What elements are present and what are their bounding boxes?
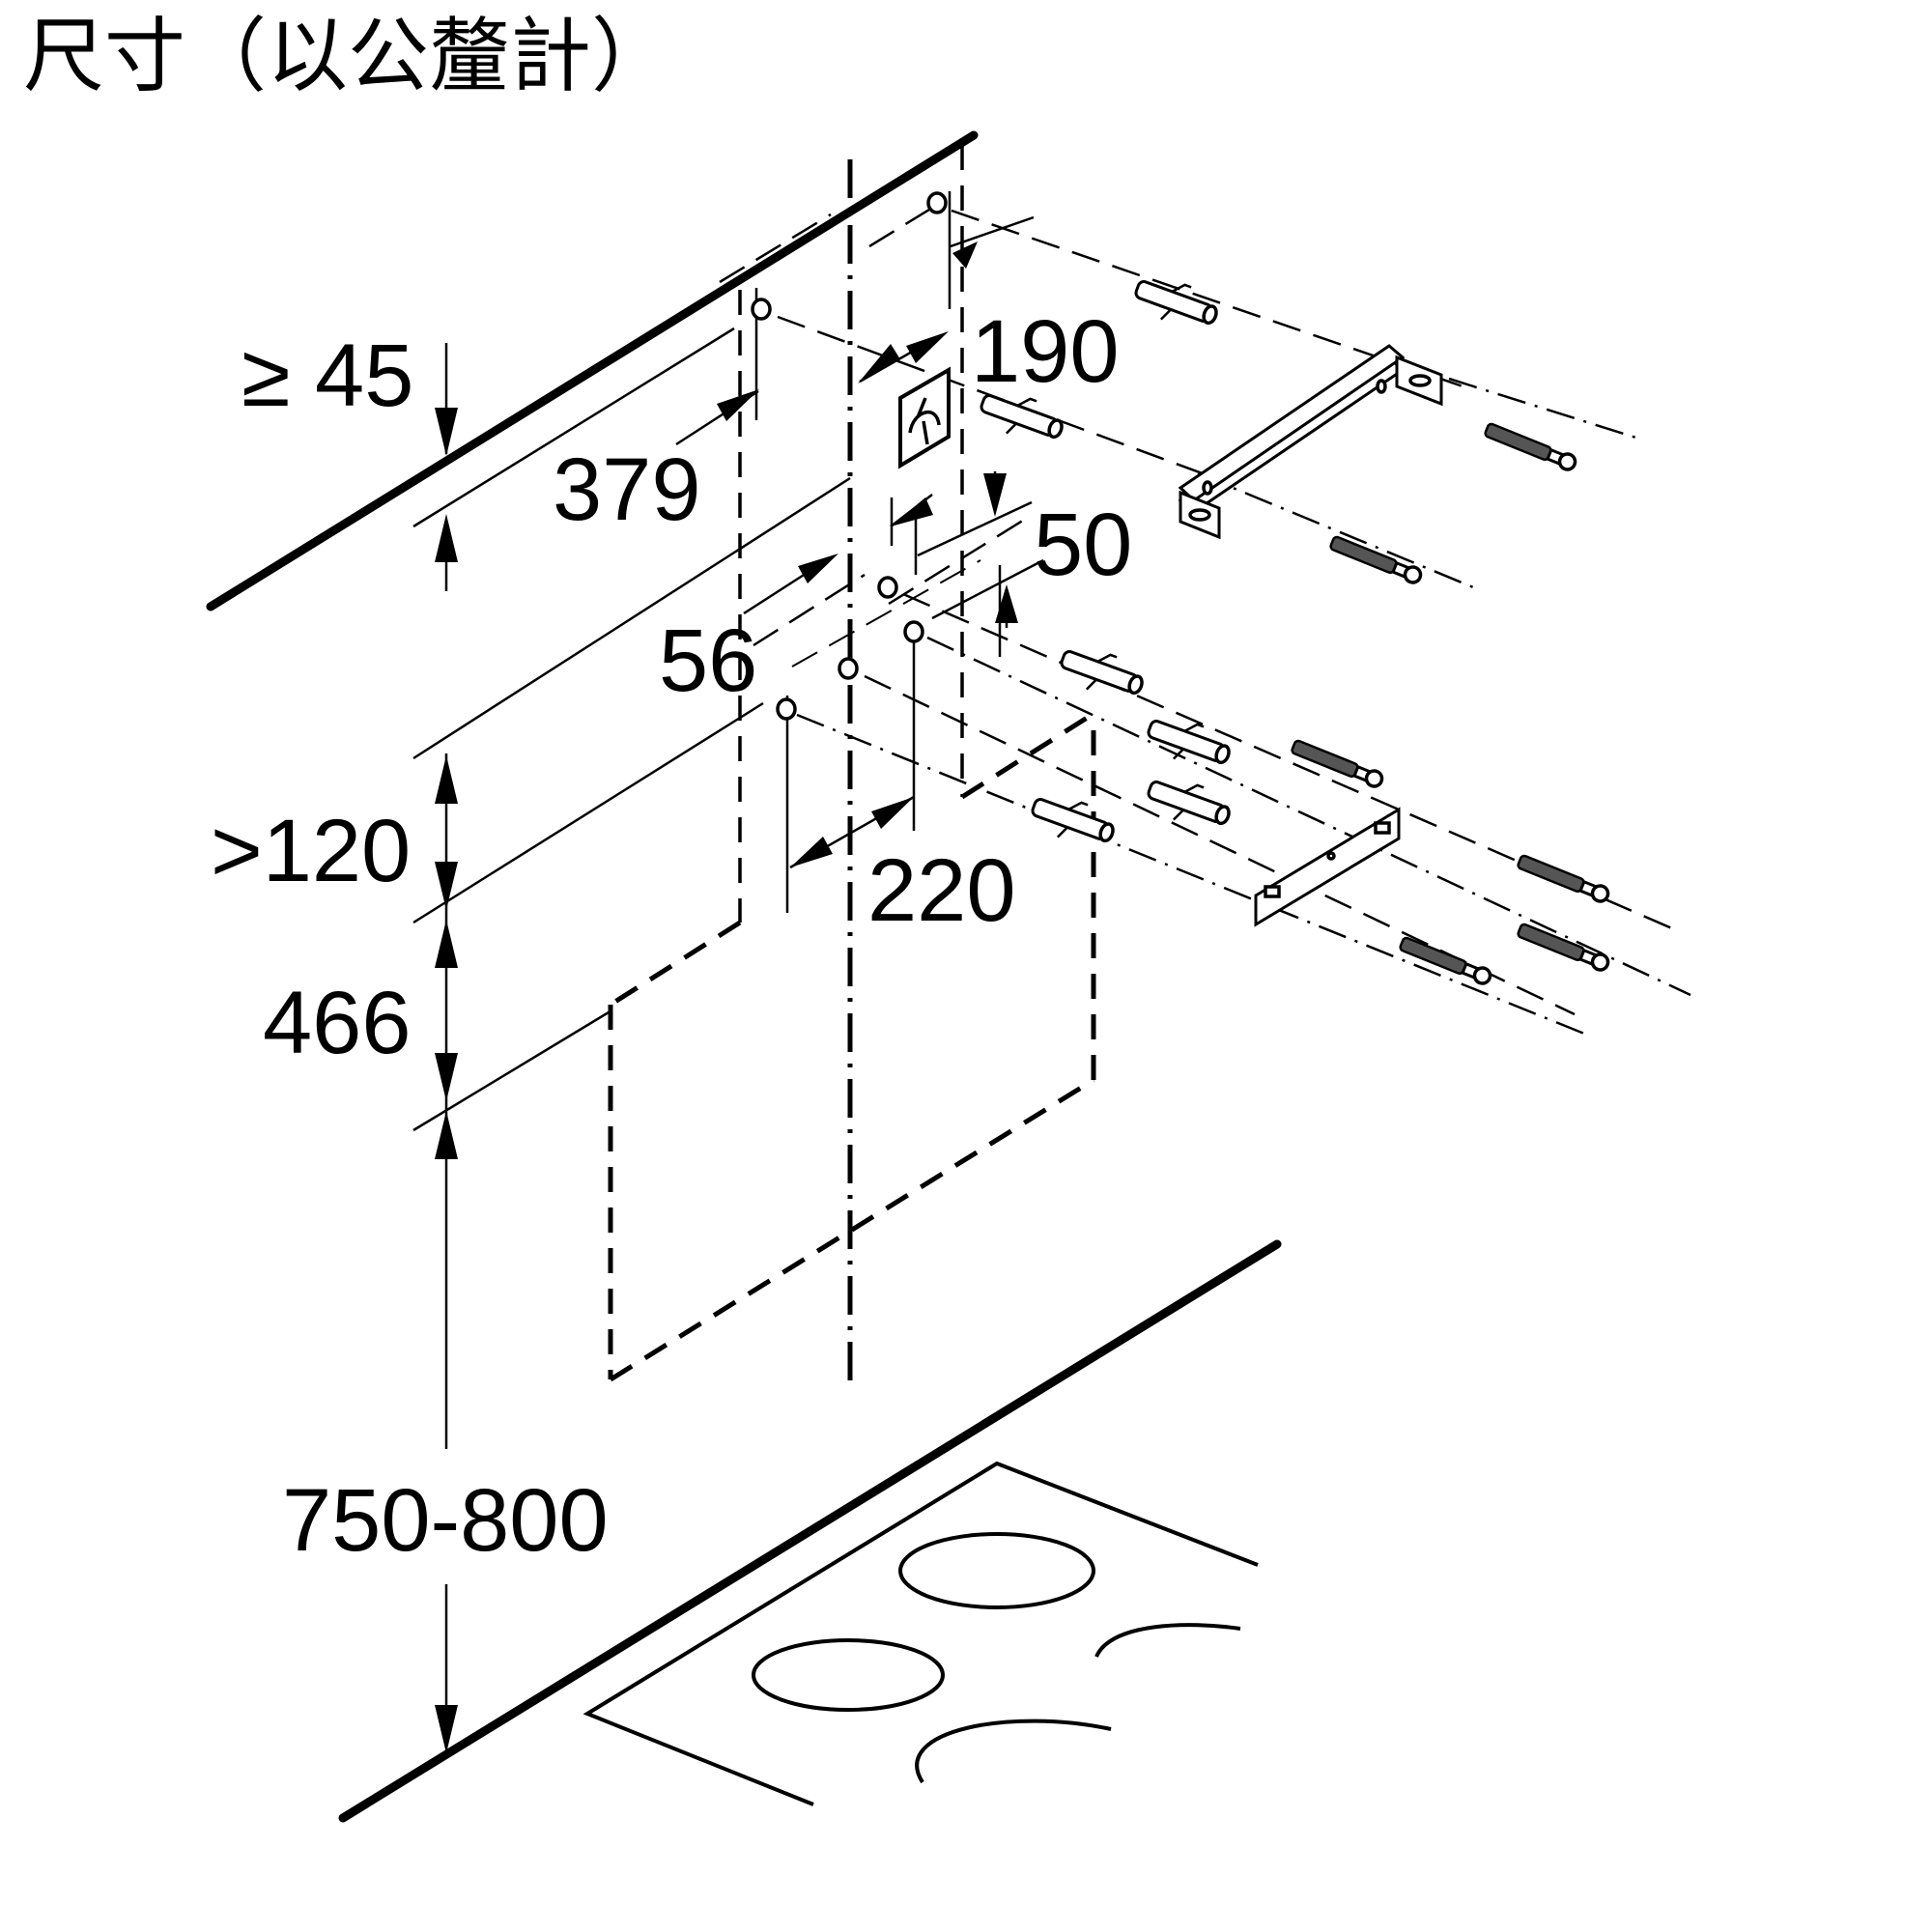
arrow-head xyxy=(871,797,914,829)
arrow-head xyxy=(435,514,458,562)
arrow-head xyxy=(798,554,838,583)
arrow-head xyxy=(435,920,458,968)
mounting-hole xyxy=(838,657,859,680)
wall-plug xyxy=(1134,280,1218,326)
hob-burner xyxy=(898,1532,1095,1609)
wall-plug xyxy=(980,394,1064,440)
screw xyxy=(1399,936,1492,985)
hob-burner xyxy=(1094,1623,1241,1658)
mounting-hole xyxy=(877,576,898,599)
mounting-hole xyxy=(903,620,924,643)
arrow-head xyxy=(891,497,933,526)
mounting-hole xyxy=(751,298,772,321)
wall-plug xyxy=(1147,720,1231,765)
chimney-outline xyxy=(609,145,1094,1008)
arrow-head xyxy=(717,389,759,421)
dim-bottom-spacing: 220 xyxy=(867,841,1016,940)
lower-bracket xyxy=(1254,807,1401,927)
worktop-edge xyxy=(338,1239,1282,1823)
hob xyxy=(582,1461,1259,1806)
arrow-head xyxy=(790,837,833,867)
dim-lower-offset: 50 xyxy=(1034,496,1132,594)
dim-min-gap: >120 xyxy=(211,802,411,900)
arrow-head xyxy=(952,242,978,269)
dim-hob-distance: 750-800 xyxy=(282,1471,609,1570)
projection-lines xyxy=(412,191,1044,1132)
arrow-head xyxy=(435,1705,458,1753)
page-title: 尺寸（以公釐計） xyxy=(23,9,673,103)
arrow-head xyxy=(435,1053,458,1101)
hob-burner xyxy=(752,1638,945,1712)
socket-icon xyxy=(898,366,951,469)
dimension-arrows xyxy=(675,242,1018,869)
arrow-head xyxy=(435,755,458,804)
wall-plug xyxy=(1147,781,1231,826)
arrow-head xyxy=(906,331,949,363)
dim-top-clearance: ≥ 45 xyxy=(242,327,413,425)
wall-plug xyxy=(1031,798,1115,843)
cover-outline xyxy=(608,715,1096,1382)
screw xyxy=(1291,739,1384,788)
vertical-dimension-line xyxy=(435,343,458,1753)
wall-plugs xyxy=(980,280,1231,843)
screw xyxy=(1329,535,1423,584)
dim-lower-spacing: 56 xyxy=(659,611,757,710)
screw xyxy=(1517,923,1610,972)
hob-burner xyxy=(915,1719,1112,1784)
mounting-holes xyxy=(751,191,948,721)
arrow-head xyxy=(995,584,1018,623)
upper-bracket xyxy=(1178,344,1443,540)
arrow-head xyxy=(435,408,458,456)
dim-cover-height: 466 xyxy=(263,974,412,1072)
dim-bracket-height: 379 xyxy=(553,440,701,539)
mounting-hole xyxy=(926,191,948,214)
dim-hole-spacing-top: 190 xyxy=(971,302,1120,401)
screw xyxy=(1517,854,1610,903)
arrow-head xyxy=(435,1111,458,1159)
arrow-head xyxy=(983,473,1007,517)
screw xyxy=(1484,422,1577,471)
arrow-head xyxy=(435,862,458,910)
mounting-hole xyxy=(776,697,797,721)
screws xyxy=(1291,422,1610,985)
arrow-head xyxy=(858,344,900,384)
ceiling-edge xyxy=(206,130,979,611)
wall-plug xyxy=(1060,650,1144,696)
